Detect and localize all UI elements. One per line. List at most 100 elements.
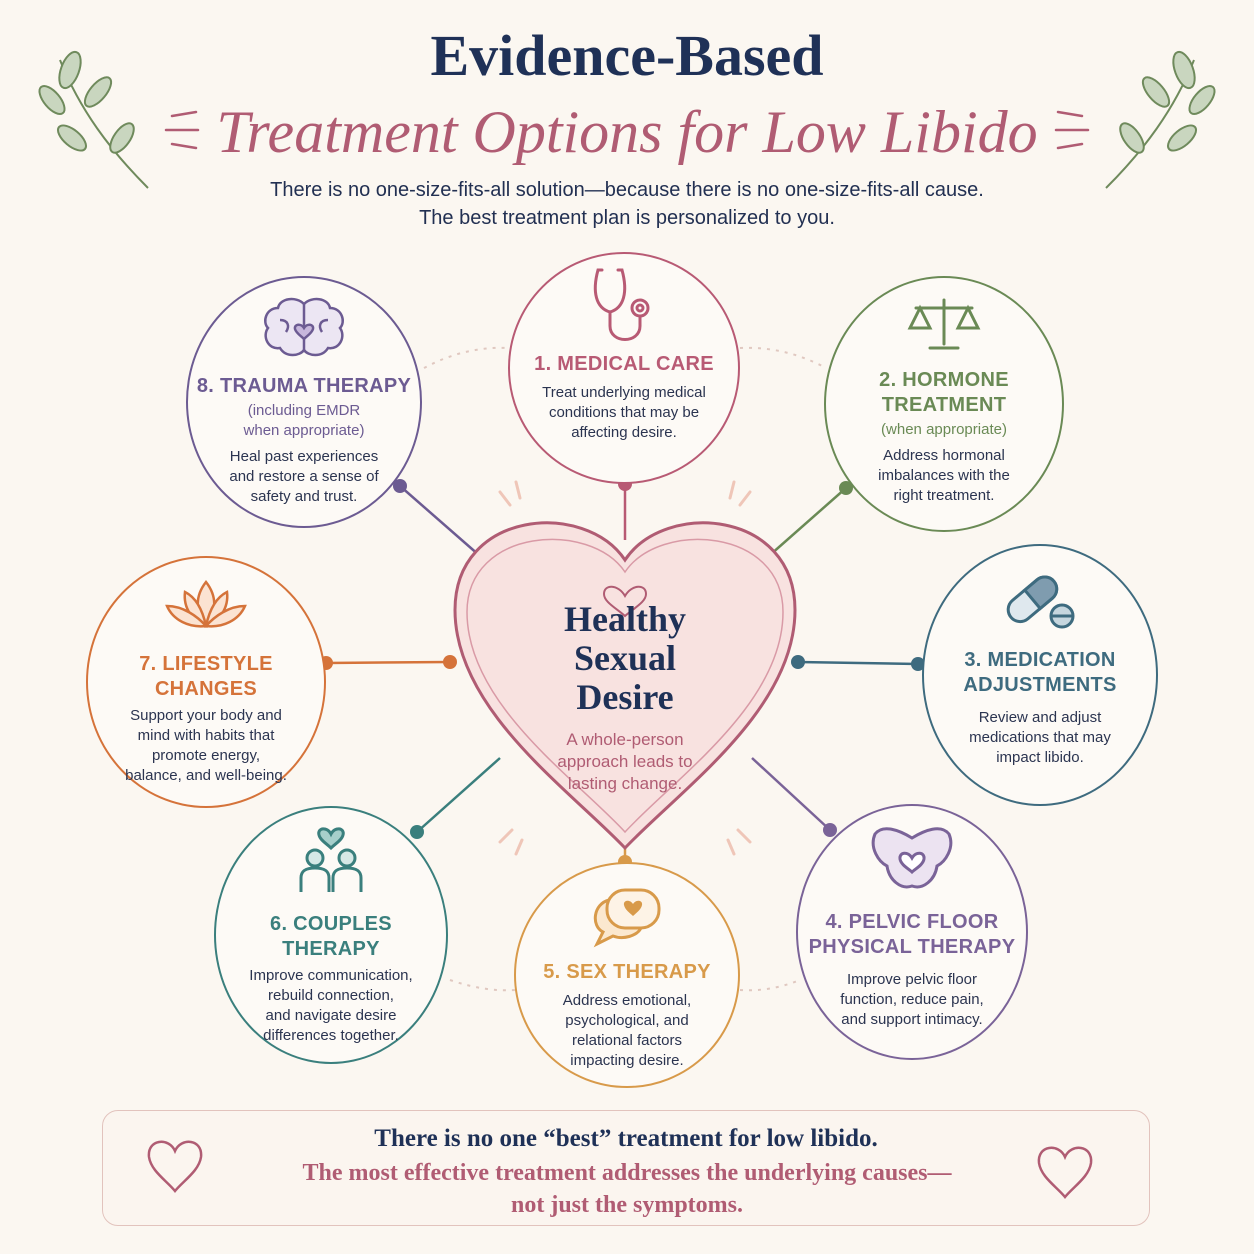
- sex-therapy-title: 5. SEX THERAPY: [543, 961, 711, 983]
- leaf-branch-left-icon: [38, 50, 149, 189]
- medication-title: 3. MEDICATION ADJUSTMENTS: [924, 648, 1156, 698]
- sex-desc-4: impacting desire.: [570, 1052, 684, 1069]
- center-title: Healthy Sexual Desire: [490, 600, 760, 717]
- central-heart-icon: [453, 521, 797, 851]
- hormone-desc: Address hormonal imbalances with the rig…: [826, 446, 1062, 506]
- couples-title-2: THERAPY: [282, 938, 380, 960]
- medical-desc-1: Treat underlying medical: [542, 384, 706, 401]
- center-title-2: Sexual: [573, 638, 677, 678]
- leaf-branch-right-icon: [1105, 50, 1216, 189]
- heart-left-icon: [147, 1140, 203, 1193]
- heart-right-icon: [1037, 1146, 1093, 1199]
- page-subtitle: Treatment Options for Low Libido: [216, 99, 1038, 165]
- lifestyle-desc-4: balance, and well-being.: [125, 767, 287, 784]
- footer-line-3: not just the symptoms.: [510, 1192, 743, 1218]
- center-desc-2: approach leads to: [557, 752, 693, 771]
- treatment-medical-care: 1. MEDICAL CARE Treat underlying medical…: [508, 252, 740, 484]
- lifestyle-desc: Support your body and mind with habits t…: [88, 706, 324, 786]
- couples-desc-4: differences together.: [263, 1027, 399, 1044]
- hormone-note: (when appropriate): [881, 421, 1007, 438]
- sex-desc-1: Address emotional,: [562, 992, 692, 1009]
- title-dash-right: [1054, 110, 1090, 150]
- trauma-title: 8. TRAUMA THERAPY: [196, 375, 412, 397]
- footer-line-2: The most effective treatment addresses t…: [302, 1160, 952, 1186]
- intro-text: There is no one-size-fits-all solution—b…: [120, 176, 1134, 232]
- center-desc-3: lasting change.: [567, 774, 683, 793]
- medical-desc: Treat underlying medical conditions that…: [510, 383, 738, 443]
- pelvic-desc-3: and support intimacy.: [841, 1011, 983, 1028]
- dotted-arcs: [423, 346, 827, 992]
- hormone-desc-1: Address hormonal: [883, 447, 1005, 464]
- treatment-lifestyle-changes: 7. LIFESTYLE CHANGES Support your body a…: [86, 556, 326, 808]
- hormone-title-2: TREATMENT: [881, 394, 1007, 416]
- lifestyle-title: 7. LIFESTYLE CHANGES: [88, 652, 324, 702]
- trauma-note-1: (including EMDR: [247, 402, 361, 419]
- couples-desc-3: and navigate desire: [265, 1007, 397, 1024]
- lifestyle-desc-1: Support your body and: [130, 707, 282, 724]
- center-heart-text: Healthy Sexual Desire A whole-person app…: [490, 600, 760, 795]
- stethoscope-icon: [593, 268, 650, 341]
- trauma-desc-2: and restore a sense of: [229, 468, 379, 485]
- scales-icon: [907, 298, 981, 350]
- trauma-note: (including EMDR when appropriate): [188, 401, 420, 441]
- hormone-desc-2: imbalances with the: [878, 467, 1010, 484]
- treatment-trauma-therapy: 8. TRAUMA THERAPY (including EMDR when a…: [186, 276, 422, 528]
- medication-title-1: 3. MEDICATION: [964, 649, 1116, 671]
- lotus-icon: [165, 579, 247, 629]
- medication-desc-3: impact libido.: [996, 749, 1084, 766]
- heart-rays: [498, 480, 752, 856]
- treatment-hormone: 2. HORMONE TREATMENT (when appropriate) …: [824, 276, 1064, 532]
- footer-box: There is no one “best” treatment for low…: [102, 1110, 1150, 1226]
- sex-desc-3: relational factors: [571, 1032, 683, 1049]
- medical-desc-3: affecting desire.: [571, 424, 677, 441]
- treatment-sex-therapy: 5. SEX THERAPY Address emotional, psycho…: [514, 862, 740, 1088]
- lifestyle-title-1: 7. LIFESTYLE: [139, 653, 273, 675]
- center-desc-1: A whole-person: [566, 730, 684, 749]
- pill-icon: [1006, 575, 1075, 629]
- treatment-pelvic-floor: 4. PELVIC FLOOR PHYSICAL THERAPY Improve…: [796, 804, 1028, 1060]
- medication-desc: Review and adjust medications that may i…: [924, 708, 1156, 768]
- medical-desc-2: conditions that may be: [548, 404, 700, 421]
- pelvic-desc-2: function, reduce pain,: [840, 991, 984, 1008]
- speech-bubbles-icon: [593, 888, 661, 948]
- lifestyle-title-2: CHANGES: [154, 678, 258, 700]
- trauma-desc-1: Heal past experiences: [229, 448, 379, 465]
- medication-desc-1: Review and adjust: [978, 709, 1102, 726]
- trauma-desc: Heal past experiences and restore a sens…: [188, 447, 420, 507]
- hormone-title-1: 2. HORMONE: [879, 369, 1009, 391]
- pelvic-desc: Improve pelvic floor function, reduce pa…: [798, 970, 1026, 1030]
- center-title-1: Healthy: [564, 599, 686, 639]
- lifestyle-desc-2: mind with habits that: [137, 727, 275, 744]
- medical-title: 1. MEDICAL CARE: [534, 353, 714, 375]
- lifestyle-desc-3: promote energy,: [151, 747, 261, 764]
- center-title-3: Desire: [576, 677, 674, 717]
- couples-desc: Improve communication, rebuild connectio…: [216, 966, 446, 1046]
- footer-emphasis: The most effective treatment addresses t…: [253, 1157, 1001, 1221]
- center-desc: A whole-person approach leads to lasting…: [490, 729, 760, 795]
- treatment-medication: 3. MEDICATION ADJUSTMENTS Review and adj…: [922, 544, 1158, 806]
- title-dash-left: [164, 110, 200, 150]
- medication-title-2: ADJUSTMENTS: [963, 674, 1117, 696]
- brain-icon: [264, 297, 344, 357]
- treatment-couples-therapy: 6. COUPLES THERAPY Improve communication…: [214, 806, 448, 1064]
- couples-title-1: 6. COUPLES: [270, 913, 392, 935]
- medication-desc-2: medications that may: [969, 729, 1111, 746]
- trauma-desc-3: safety and trust.: [250, 488, 358, 505]
- sex-therapy-desc: Address emotional, psychological, and re…: [516, 991, 738, 1071]
- page-title: Evidence-Based: [430, 23, 824, 88]
- hormone-desc-3: right treatment.: [893, 487, 995, 504]
- couples-desc-2: rebuild connection,: [268, 987, 394, 1004]
- intro-line-1: There is no one-size-fits-all solution—b…: [270, 179, 984, 201]
- couples-title: 6. COUPLES THERAPY: [216, 912, 446, 962]
- pelvic-title-2: PHYSICAL THERAPY: [808, 936, 1016, 958]
- couples-desc-1: Improve communication,: [249, 967, 413, 984]
- footer-line-1: There is no one “best” treatment for low…: [374, 1125, 878, 1152]
- pelvic-title-1: 4. PELVIC FLOOR: [825, 911, 999, 933]
- hormone-title: 2. HORMONE TREATMENT: [826, 368, 1062, 418]
- sex-desc-2: psychological, and: [565, 1012, 689, 1029]
- trauma-note-2: when appropriate): [243, 422, 365, 439]
- intro-line-2: The best treatment plan is personalized …: [419, 207, 835, 229]
- pelvic-desc-1: Improve pelvic floor: [846, 971, 978, 988]
- pelvic-title: 4. PELVIC FLOOR PHYSICAL THERAPY: [798, 910, 1026, 960]
